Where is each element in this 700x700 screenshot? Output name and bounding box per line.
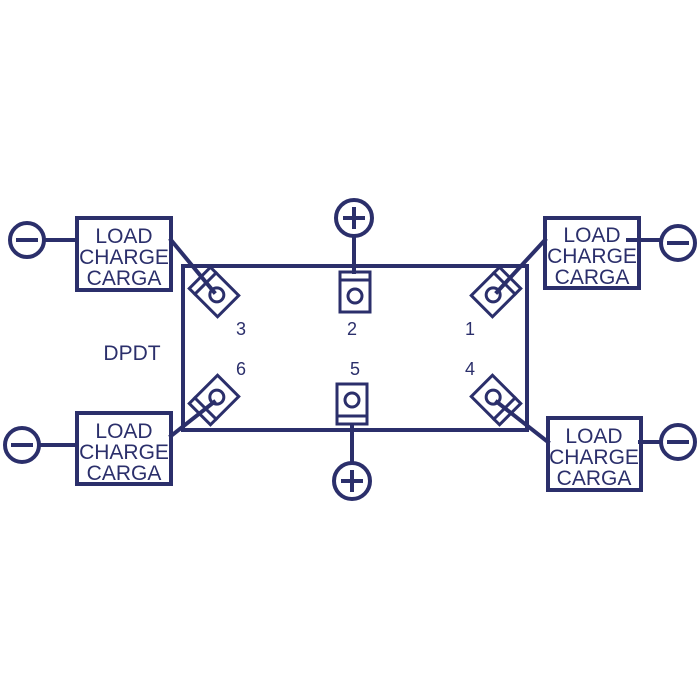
minus-icon [8,221,46,259]
lug-body [469,373,523,427]
lug-body [187,265,241,319]
negative-terminal-top-left [8,221,46,259]
pin-label-1: 1 [465,319,475,339]
load-line-3: CARGA [87,267,162,290]
positive-terminal-bottom [332,461,372,501]
lug-tab-line [491,270,518,297]
pin-5-lug [335,382,369,426]
negative-terminal-top-right [659,224,697,262]
lug-hole-icon [484,388,502,406]
lug-tab-line [192,270,219,297]
load-line-1: LOAD [563,224,620,247]
negative-terminal-bottom-left [3,426,41,464]
minus-icon [659,224,697,262]
lug-tab-line [192,395,219,422]
load-box-frame [546,416,643,492]
lug-body [335,382,369,426]
pin-2-lug [338,270,372,314]
load-line-2: CHARGE [79,246,169,269]
load-box-top-right: LOAD CHARGE CARGA [543,216,641,290]
load-line-3: CARGA [555,266,630,289]
lug-hole-icon [208,286,226,304]
negative-terminal-bottom-right [659,423,697,461]
load-line-1: LOAD [565,425,622,448]
load-line-2: CHARGE [549,446,639,469]
lug-body [338,270,372,314]
plus-icon [332,461,372,501]
wire-bottom-left-load [168,399,217,439]
load-box-top-left: LOAD CHARGE CARGA [75,216,173,292]
pin-1-lug [469,265,523,319]
load-box-bottom-right: LOAD CHARGE CARGA [546,416,643,492]
plus-icon [334,198,374,238]
pin-label-3: 3 [236,319,246,339]
load-box-frame [543,216,641,290]
minus-icon [3,426,41,464]
positive-terminal-top [334,198,374,238]
pin-label-4: 4 [465,359,475,379]
pin-label-5: 5 [350,359,360,379]
load-line-2: CHARGE [79,441,169,464]
load-box-bottom-left: LOAD CHARGE CARGA [75,411,173,486]
lug-hole-icon [346,287,364,305]
load-box-frame [75,216,173,292]
load-line-2: CHARGE [547,245,637,268]
load-line-3: CARGA [557,467,632,490]
lug-body [187,373,241,427]
pin-4-lug [469,373,523,427]
load-line-1: LOAD [95,225,152,248]
lug-hole-icon [484,286,502,304]
lug-body [469,265,523,319]
lug-tab-line [491,395,518,422]
pin-label-2: 2 [347,319,357,339]
load-line-1: LOAD [95,420,152,443]
pin-label-6: 6 [236,359,246,379]
lug-hole-icon [208,388,226,406]
switch-type-label: DPDT [103,342,160,365]
load-box-frame [75,411,173,486]
minus-icon [659,423,697,461]
pin-3-lug [187,265,241,319]
pin-6-lug [187,373,241,427]
lug-hole-icon [343,391,361,409]
load-line-3: CARGA [87,462,162,485]
